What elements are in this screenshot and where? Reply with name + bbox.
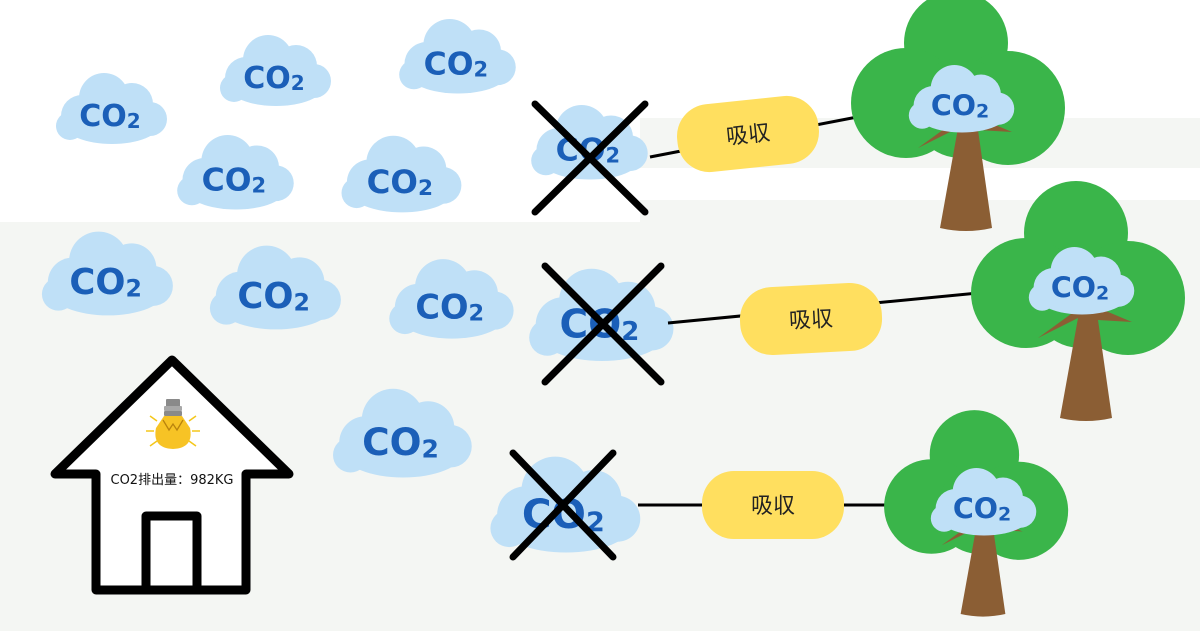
co2-clouds: CO2CO2CO2CO2CO2CO2CO2CO2CO2CO2CO2CO2 [41, 18, 674, 553]
co2-cloud-icon: CO2 [341, 135, 462, 213]
co2-label: CO2 [362, 420, 439, 464]
co2-subscript: 2 [1096, 282, 1109, 304]
co2-cloud-icon: CO2 [41, 231, 173, 316]
co2-cloud-icon: CO2 [531, 104, 648, 180]
co2-subscript: 2 [418, 176, 433, 201]
co2-cloud-icon: CO2 [1028, 247, 1135, 315]
co2-cloud-icon: CO2 [333, 388, 472, 478]
co2-subscript: 2 [469, 301, 485, 327]
co2-subscript: 2 [621, 317, 639, 347]
cross-icon [531, 100, 649, 216]
co2-subscript: 2 [474, 58, 489, 82]
co2-subscript: 2 [422, 435, 439, 464]
crossed-out-co2 [509, 100, 665, 561]
absorb-text: 吸収 [725, 121, 771, 150]
co2-cloud-icon: CO2 [908, 65, 1015, 133]
co2-cloud-icon: CO2 [220, 35, 331, 106]
absorb-label: 吸収 [677, 95, 819, 173]
light-bulb-icon [146, 399, 200, 449]
co2-subscript: 2 [125, 275, 141, 303]
absorb-text: 吸収 [788, 307, 833, 334]
co2-subscript: 2 [127, 109, 141, 133]
co2-cloud-icon: CO2 [389, 259, 514, 339]
co2-subscript: 2 [293, 289, 309, 317]
co2-cloud-icon: CO2 [56, 73, 167, 144]
tree-icon [851, 0, 1065, 231]
co2-subscript: 2 [998, 503, 1011, 525]
absorb-text: 吸収 [751, 494, 795, 519]
co2-cloud-icon: CO2 [529, 268, 674, 361]
co2-cloud-icon: CO2 [177, 134, 294, 210]
co2-subscript: 2 [291, 71, 305, 95]
absorb-label: 吸収 [702, 471, 844, 539]
co2-cloud-icon: CO2 [209, 245, 341, 330]
co2-subscript: 2 [976, 100, 989, 122]
house-icon [50, 355, 294, 595]
co2-cloud-icon: CO2 [399, 18, 516, 94]
co2-subscript: 2 [606, 144, 621, 168]
cross-icon [509, 449, 617, 561]
co2-subscript: 2 [252, 174, 267, 198]
cross-icon [541, 262, 665, 386]
emission-label: CO2排出量：982KG [111, 473, 234, 488]
co2-cloud-icon: CO2 [930, 468, 1037, 536]
absorb-label: 吸収 [739, 282, 883, 356]
